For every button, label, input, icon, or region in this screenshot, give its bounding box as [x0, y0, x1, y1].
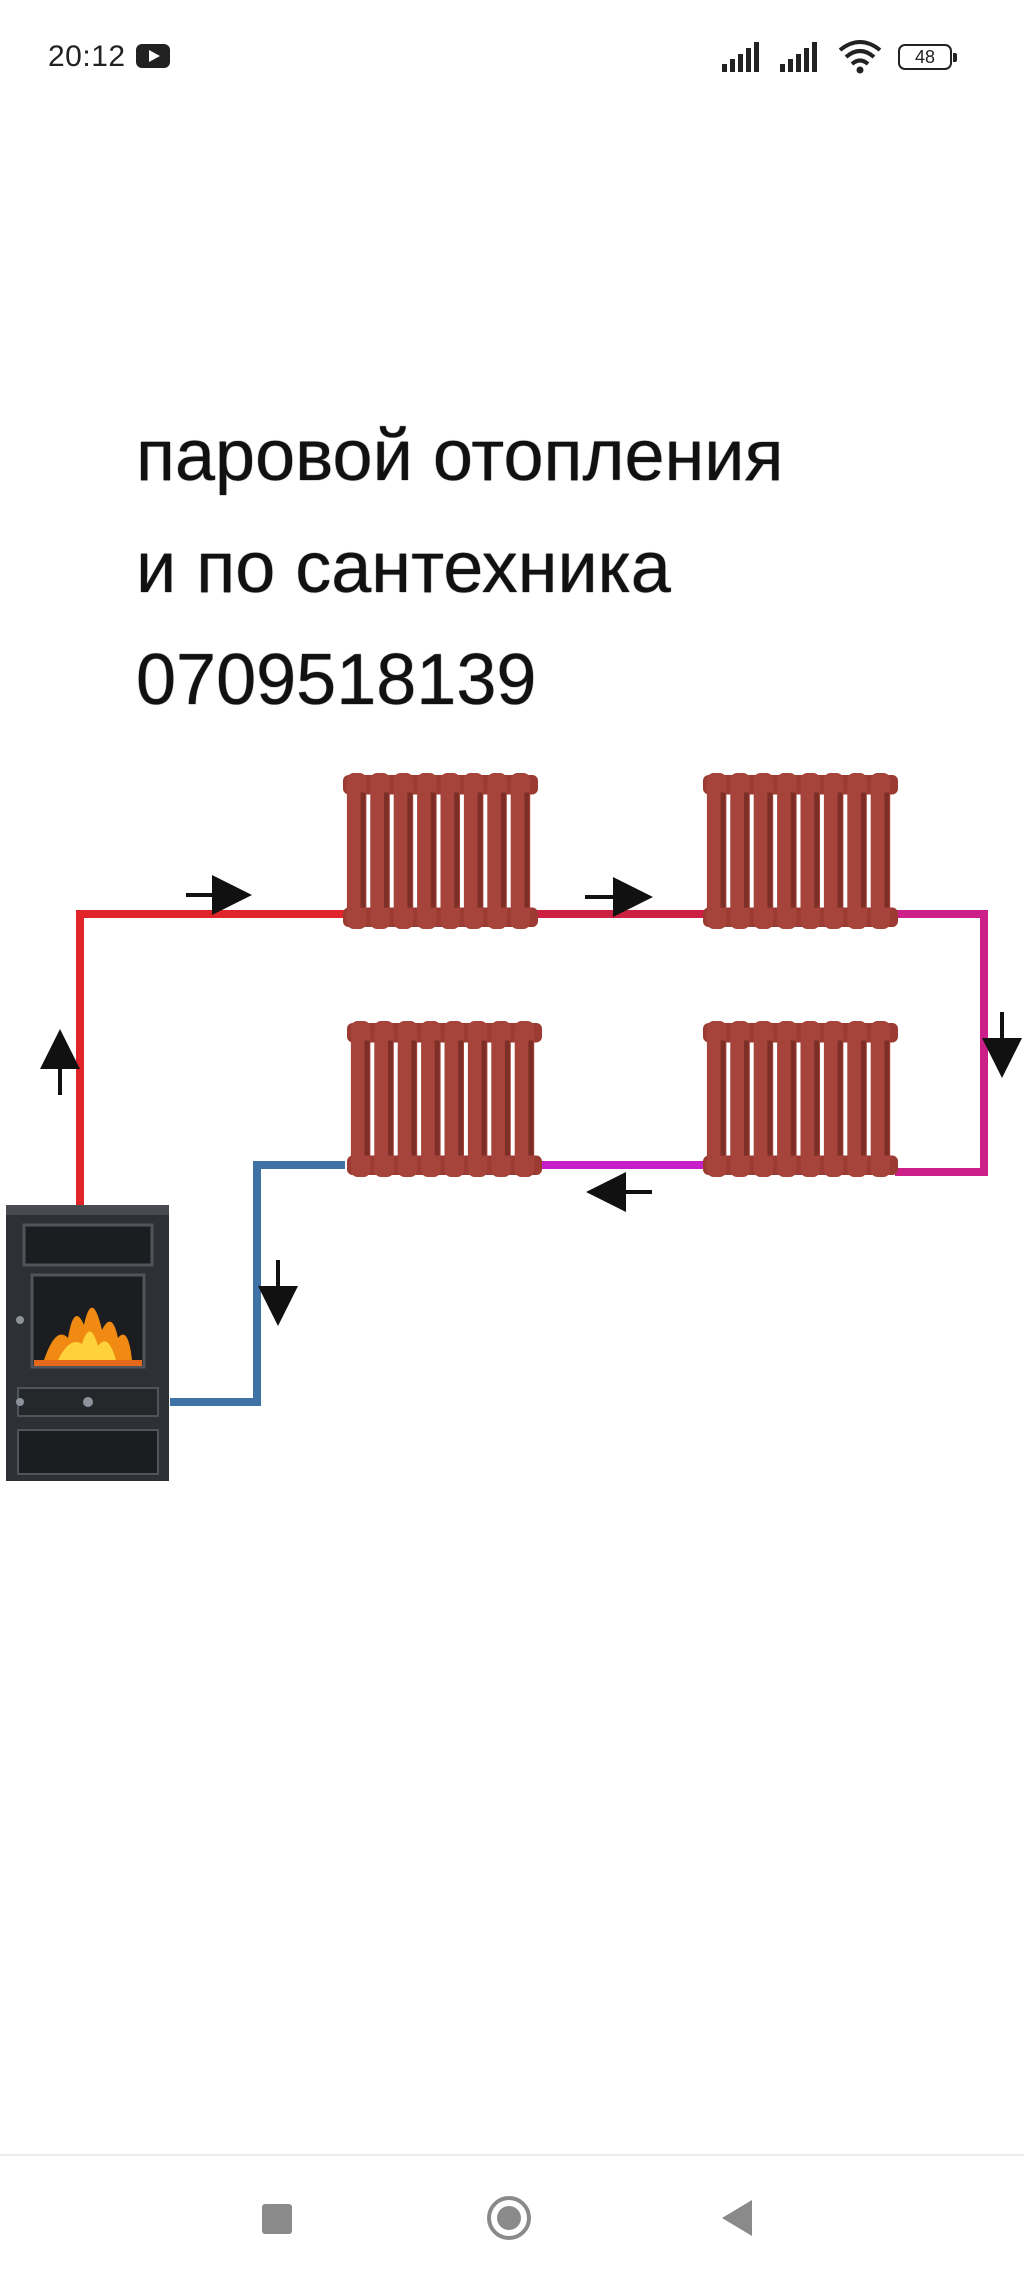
- ad-line-1: паровой отопления: [136, 416, 784, 496]
- status-bar: 20:12 48: [0, 0, 1024, 110]
- battery-icon: 48: [898, 44, 957, 70]
- radiator-icon: [703, 1021, 898, 1177]
- signal-icon: [780, 40, 826, 72]
- signal-icon: [722, 40, 768, 72]
- ad-line-2: и по сантехника: [136, 528, 671, 608]
- supply-pipe-right: [895, 910, 988, 1176]
- recent-apps-button[interactable]: [262, 2204, 292, 2234]
- cold-return-pipe: [170, 1161, 345, 1406]
- radiator-icon: [343, 773, 538, 929]
- stove-icon: [6, 1205, 169, 1481]
- status-time: 20:12: [48, 40, 126, 73]
- hot-supply-pipe: [76, 910, 345, 1205]
- wifi-icon: [838, 40, 882, 74]
- ad-phone: 0709518139: [136, 640, 537, 720]
- radiator-icon: [703, 773, 898, 929]
- heating-diagram: [6, 773, 1022, 1481]
- ad-text: паровой отопления и по сантехника 070951…: [136, 400, 996, 736]
- navigation-bar: [0, 2154, 1024, 2278]
- youtube-icon: [136, 44, 170, 68]
- radiator-icon: [347, 1021, 542, 1177]
- home-button[interactable]: [487, 2196, 531, 2240]
- back-button[interactable]: [722, 2200, 752, 2236]
